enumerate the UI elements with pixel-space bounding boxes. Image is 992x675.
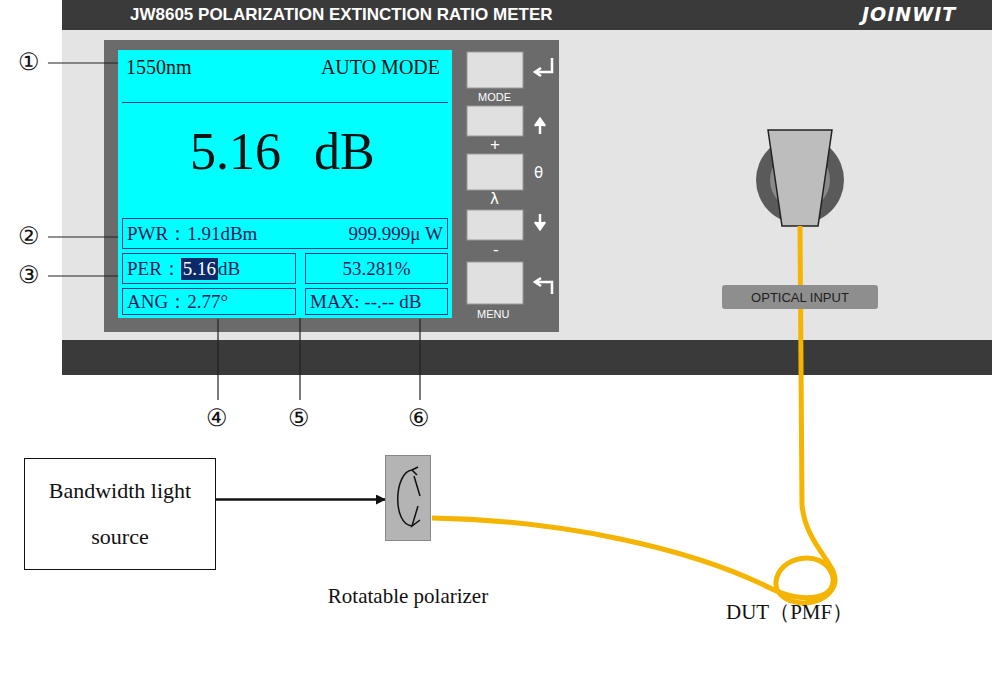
panel-buttons — [467, 52, 523, 304]
max-value: MAX: --.-- dB — [310, 291, 421, 313]
button-arrows — [535, 58, 552, 294]
power-watt: 999.999μ W — [348, 223, 443, 245]
lcd-screen: 1550nmAUTO MODE5.16dBPWR：1.91dBm999.999μ… — [118, 50, 452, 318]
light-source-text: Bandwidth light source — [35, 468, 205, 560]
max-field: MAX: --.-- dB — [305, 288, 448, 315]
polarizer-caption: Rotatable polarizer — [328, 584, 488, 609]
percent-value: 53.281% — [342, 258, 410, 280]
bottom-band — [62, 340, 992, 375]
per-value: 5.16 — [181, 258, 218, 280]
per-big-unit: dB — [314, 122, 375, 181]
header-bar — [62, 0, 992, 30]
callout-number: ⑤ — [288, 404, 310, 432]
angle-field: ANG：2.77° — [122, 288, 296, 315]
per-field: PER：5.16dB — [122, 253, 296, 284]
callout-number: ② — [18, 222, 40, 250]
polarizer-box: Rotatable polarizer — [385, 455, 431, 541]
button-label: - — [493, 240, 499, 260]
dut-label: DUT（PMF） — [726, 598, 853, 626]
button-label: MENU — [477, 308, 509, 320]
light-source-box: Bandwidth light source — [24, 458, 216, 570]
optical-input-plate: OPTICAL INPUT — [722, 285, 878, 309]
port-label: OPTICAL INPUT — [751, 290, 849, 305]
button-label: + — [490, 135, 500, 155]
per-big-value: 5.16 — [190, 122, 281, 181]
pm-fiber — [432, 226, 835, 603]
signal-arrow — [216, 498, 385, 501]
screen-bezel — [104, 40, 559, 332]
optical-connector — [756, 130, 844, 226]
angle-value: ANG：2.77° — [127, 289, 228, 315]
wavelength-readout: 1550nm — [126, 56, 192, 79]
per-unit: dB — [218, 258, 240, 280]
brand-logo: JOINWIT — [862, 3, 956, 25]
callout-number: ① — [18, 48, 40, 76]
power-field: PWR：1.91dBm 999.999μ W — [122, 218, 448, 249]
front-panel — [62, 0, 992, 375]
callout-number: ④ — [206, 404, 228, 432]
rotation-symbol — [386, 456, 430, 540]
callout-number: ③ — [18, 261, 40, 289]
button-label: MODE — [478, 91, 511, 103]
percent-field: 53.281% — [305, 253, 448, 284]
callout-number: ⑥ — [408, 404, 430, 432]
button-label: θ — [534, 164, 543, 182]
mode-readout: AUTO MODE — [321, 56, 440, 79]
button-label: λ — [490, 190, 499, 208]
power-dbm: PWR：1.91dBm — [127, 221, 257, 247]
lcd-separator — [122, 102, 448, 103]
per-label: PER： — [127, 256, 181, 282]
panel-title: JW8605 POLARIZATION EXTINCTION RATIO MET… — [130, 5, 553, 25]
